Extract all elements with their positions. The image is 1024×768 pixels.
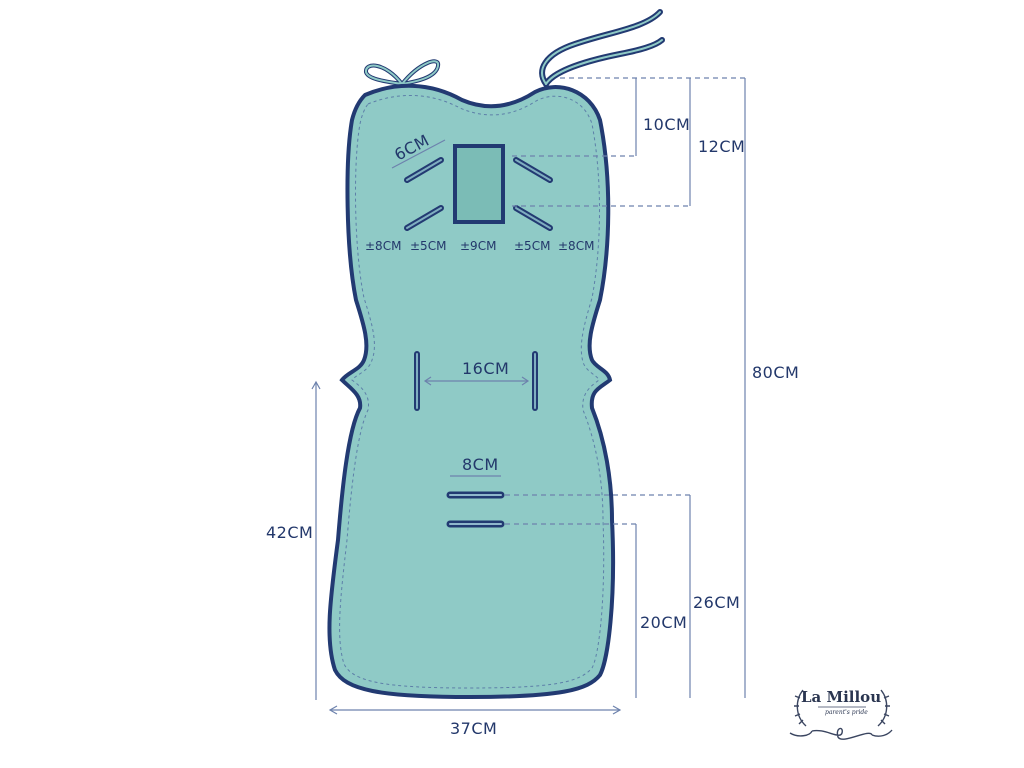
label-12cm: 12CM: [698, 137, 745, 156]
label-spacing-center: ±9CM: [460, 239, 496, 253]
label-20cm: 20CM: [640, 613, 687, 632]
liner-body: [327, 83, 616, 700]
label-spacing-right-inner: ±5CM: [514, 239, 550, 253]
label-spacing-left-outer: ±8CM: [365, 239, 401, 253]
liner-stitching: [339, 95, 605, 689]
logo-tagline: parent's pride: [825, 709, 868, 716]
label-spacing-left-inner: ±5CM: [410, 239, 446, 253]
la-millou-logo: La Millou parent's pride: [789, 688, 893, 740]
label-42cm: 42CM: [266, 523, 313, 542]
crotch-slots-inner: [449, 494, 502, 525]
label-26cm: 26CM: [693, 593, 740, 612]
upper-harness-slots-inner: [406, 159, 551, 229]
label-80cm: 80CM: [752, 363, 799, 382]
logo-name: La Millou: [801, 688, 881, 706]
waist-slots-inner: [416, 353, 536, 409]
label-10cm: 10CM: [643, 115, 690, 134]
laurel-wreath-icon: [789, 689, 893, 740]
label-spacing-right-outer: ±8CM: [558, 239, 594, 253]
headrest-window: [453, 144, 505, 224]
label-16cm: 16CM: [462, 359, 509, 378]
strap-ties-right-inner: [541, 11, 663, 85]
label-8cm: 8CM: [462, 455, 499, 474]
label-37cm: 37CM: [450, 719, 497, 738]
dimension-lines: [311, 77, 748, 715]
